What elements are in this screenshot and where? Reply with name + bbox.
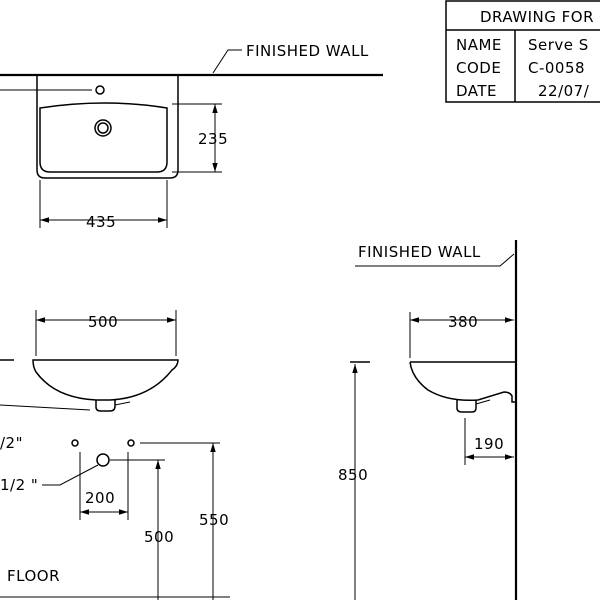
finished-wall-label-top: FINISHED WALL [246,42,369,60]
dim-500-height-value: 500 [144,528,174,546]
plan-basin-bowl [39,102,168,173]
pipe-marker-left [71,439,79,447]
dim-190-value: 190 [474,435,504,453]
waste-outlet [96,453,110,467]
title-name-label: NAME [456,36,502,54]
plan-basin-outer [36,75,179,179]
title-block: DRAWING FOR NAME Serve S CODE C-0058 DAT… [445,0,600,103]
title-code-value: C-0058 [528,59,585,77]
dim-200-value: 200 [85,489,115,507]
dim-435-value: 435 [86,213,116,231]
dim-500-width-value: 500 [88,313,118,331]
title-date-value: 22/07/ [538,82,590,100]
side-wall-leader [355,253,515,267]
title-code-label: CODE [456,59,501,77]
floor-label: FLOOR [7,567,60,585]
plan-drain [94,119,112,137]
side-basin-profile [409,361,516,403]
side-drain [456,400,477,413]
waste-leader [42,464,99,486]
dim-550-value: 550 [199,511,229,529]
dim-850-value: 850 [338,466,368,484]
dim-235-value: 235 [198,130,228,148]
title-name-value: Serve S [528,36,589,54]
plan-wall-leader [212,49,242,74]
front-basin-bowl [32,359,179,401]
plan-view: FINISHED WALL 235 435 [0,42,383,231]
front-drain [95,400,116,412]
finished-wall-label-side: FINISHED WALL [358,243,481,261]
tap-hole [95,85,105,95]
title-block-heading: DRAWING FOR [480,8,594,26]
title-date-label: DATE [456,82,497,100]
pipe-label-2: 1/2 " [0,476,38,494]
pipe-marker-right [127,439,135,447]
front-elevation: 500 /2" 1/2 " 200 500 550 FLOOR [0,310,230,600]
pipe-label-1: /2" [0,434,23,452]
side-elevation: FINISHED WALL 380 190 850 [338,240,518,600]
dim-380-value: 380 [448,313,478,331]
